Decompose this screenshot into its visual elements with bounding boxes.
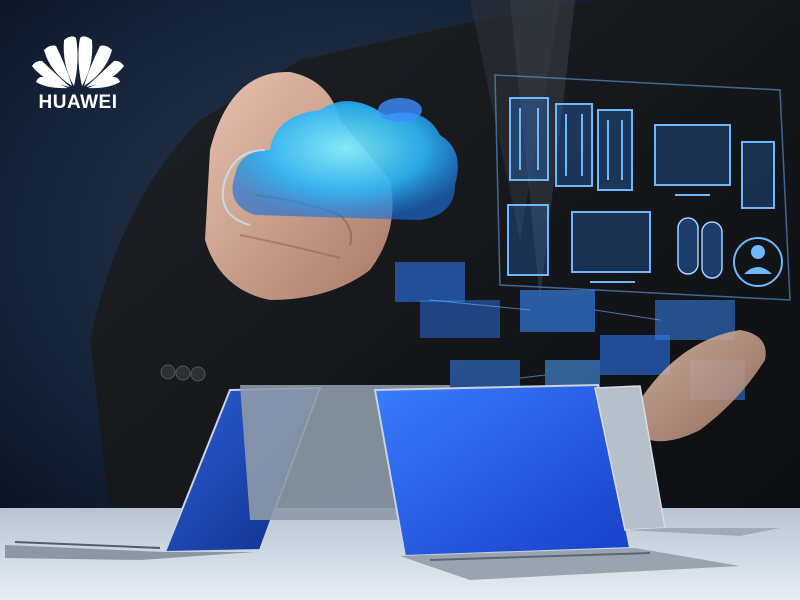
laptop-icon <box>373 383 740 580</box>
server-rack-icon <box>509 97 633 191</box>
brand-logo: HUAWEI <box>18 26 138 114</box>
laptop-icon <box>594 385 780 536</box>
database-icon <box>677 217 723 279</box>
cloud-icon <box>221 98 458 226</box>
tablet-icon <box>507 204 651 283</box>
monitor-icon <box>654 124 775 209</box>
huawei-petal-logo-icon <box>32 36 124 89</box>
brand-name: HUAWEI <box>38 92 118 113</box>
user-icon <box>733 237 783 287</box>
